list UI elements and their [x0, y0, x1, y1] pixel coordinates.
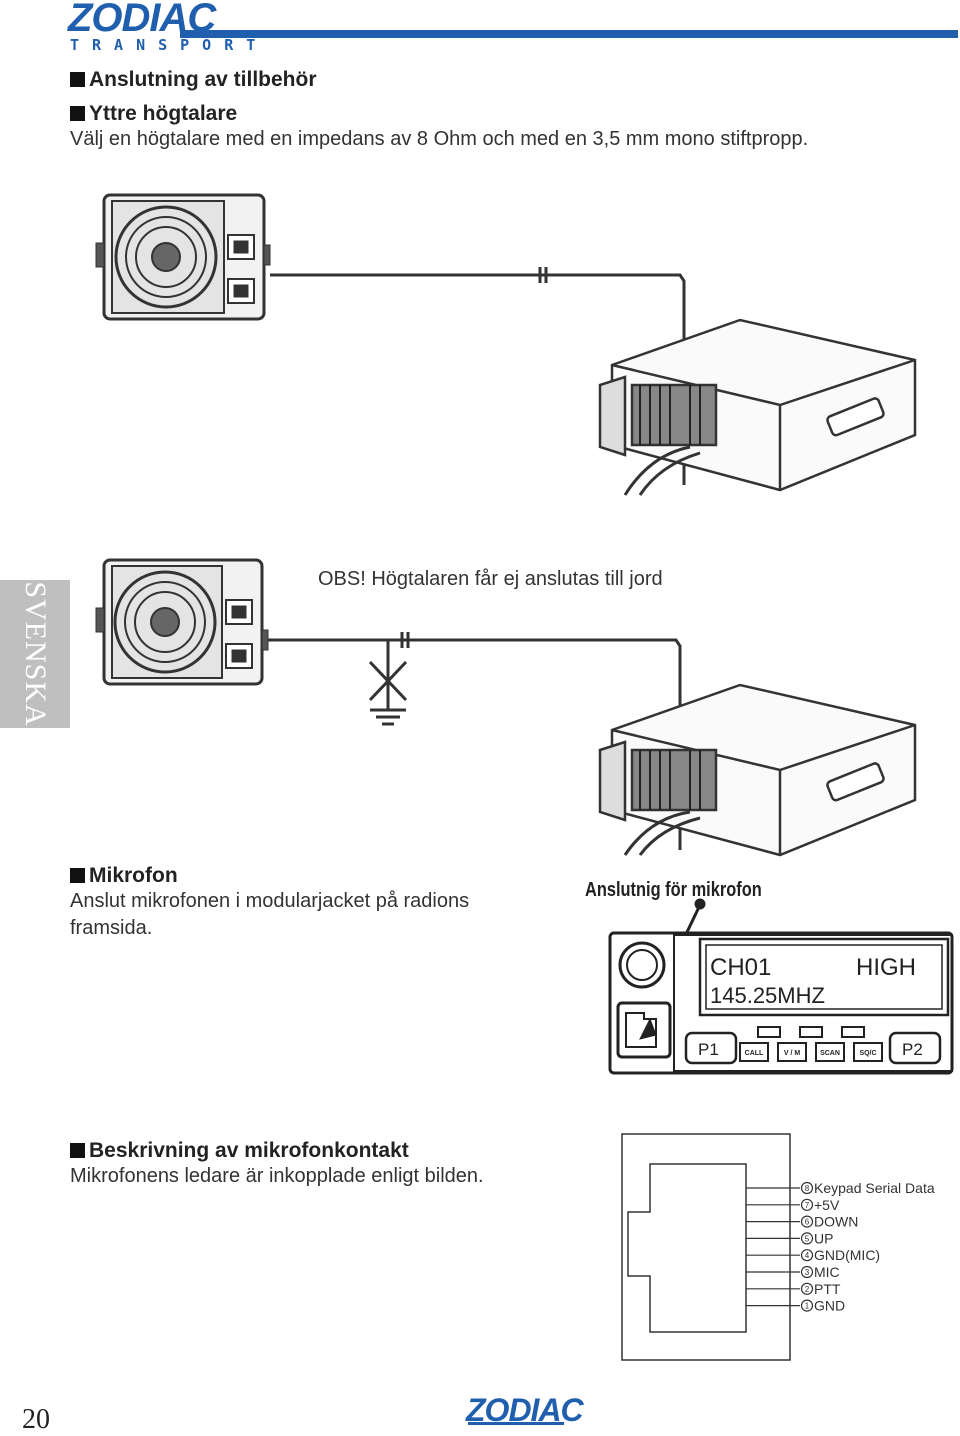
bullet-square: [70, 106, 85, 121]
p1-button-label: P1: [698, 1040, 719, 1059]
speaker-ground-warning-diagram: [95, 558, 917, 857]
mic-connector-caption: Anslutnig för mikrofon: [585, 879, 762, 901]
bullet-square: [70, 72, 85, 87]
pin-heading: Beskrivning av mikrofonkontakt: [70, 1139, 409, 1163]
speaker-heading-text: Yttre högtalare: [89, 102, 238, 125]
pin-rows: 8 Keypad Serial Data 7 +5V 6 DOWN 5 UP 4 GND(MIC)…: [746, 1180, 935, 1314]
bullet-square: [70, 868, 85, 883]
pin-label: MIC: [814, 1264, 840, 1280]
lcd-channel: CH01: [710, 954, 771, 981]
pin-number-circle: [800, 1265, 814, 1279]
pin-label: +5V: [814, 1197, 840, 1213]
pin-label: GND(MIC): [814, 1247, 880, 1263]
pin-number-circle: [800, 1282, 814, 1295]
mic-jack-icon: [616, 1001, 672, 1059]
pin-label: PTT: [814, 1281, 841, 1297]
pin-number-circle: [800, 1232, 814, 1245]
pin-number: 6: [805, 1218, 810, 1227]
pin-number: 8: [805, 1184, 810, 1193]
ground-warning-note: OBS! Högtalaren får ej anslutas till jor…: [318, 568, 663, 590]
accessory-heading-text: Anslutning av tillbehör: [89, 68, 317, 91]
bullet-square: [70, 1143, 85, 1158]
header-logo-subtext: TRANSPORT: [70, 36, 269, 54]
p2-button-label: P2: [902, 1040, 923, 1059]
sqc-button-label: SQ/C: [859, 1050, 876, 1057]
radio-front-panel-diagram: CH01 HIGH 145.25MHZ P1 P2 CALL V / M SCA…: [608, 898, 954, 1075]
pin-number: 1: [805, 1302, 810, 1311]
external-speaker-illustration: [95, 558, 269, 686]
accessory-heading: Anslutning av tillbehör: [70, 68, 317, 92]
mic-description: Anslut mikrofonen i modularjacket på rad…: [70, 890, 470, 939]
pin-label: DOWN: [814, 1214, 858, 1230]
mic-pinout-diagram: 8 Keypad Serial Data 7 +5V 6 DOWN 5 UP 4 GND(MIC)…: [621, 1133, 935, 1361]
pin-number-circle: [800, 1249, 814, 1262]
pin-number: 4: [805, 1251, 810, 1260]
scan-button-label: SCAN: [820, 1050, 840, 1057]
mobile-radio-illustration: [598, 683, 917, 857]
speaker-description: Välj en högtalare med en impedans av 8 O…: [70, 128, 809, 150]
header-rule: [180, 30, 958, 38]
pin-number-circle: [800, 1215, 814, 1228]
lcd-frequency: 145.25MHZ: [710, 983, 825, 1008]
pin-description: Mikrofonens ledare är inkopplade enligt …: [70, 1165, 484, 1187]
external-speaker-illustration: [95, 193, 271, 321]
pin-number-circle: [800, 1299, 814, 1312]
footer-logo-underline: [468, 1422, 564, 1425]
lcd-power: HIGH: [856, 954, 916, 981]
pin-number: 3: [805, 1268, 810, 1277]
language-side-tab: SVENSKA: [0, 580, 70, 728]
volume-knob-icon: [618, 941, 666, 989]
mic-heading-text: Mikrofon: [89, 864, 178, 887]
page-number: 20: [22, 1404, 50, 1435]
speaker-heading: Yttre högtalare: [70, 102, 237, 126]
pin-heading-text: Beskrivning av mikrofonkontakt: [89, 1139, 409, 1162]
pin-number: 5: [805, 1234, 810, 1243]
mobile-radio-illustration: [598, 318, 917, 496]
pin-label: UP: [814, 1230, 833, 1246]
ground-symbol-crossed: [368, 640, 408, 726]
callout-dot: [694, 898, 706, 910]
pin-number-circle: [800, 1198, 814, 1211]
pin-label: GND: [814, 1298, 845, 1314]
pin-number-circle: [800, 1181, 814, 1195]
vm-button-label: V / M: [784, 1050, 801, 1057]
pin-number: 2: [805, 1285, 810, 1294]
pin-label: Keypad Serial Data: [814, 1180, 935, 1196]
speaker-connection-diagram: [95, 193, 917, 496]
call-button-label: CALL: [745, 1050, 764, 1057]
mic-heading: Mikrofon: [70, 864, 178, 888]
pin-number: 7: [805, 1201, 810, 1210]
